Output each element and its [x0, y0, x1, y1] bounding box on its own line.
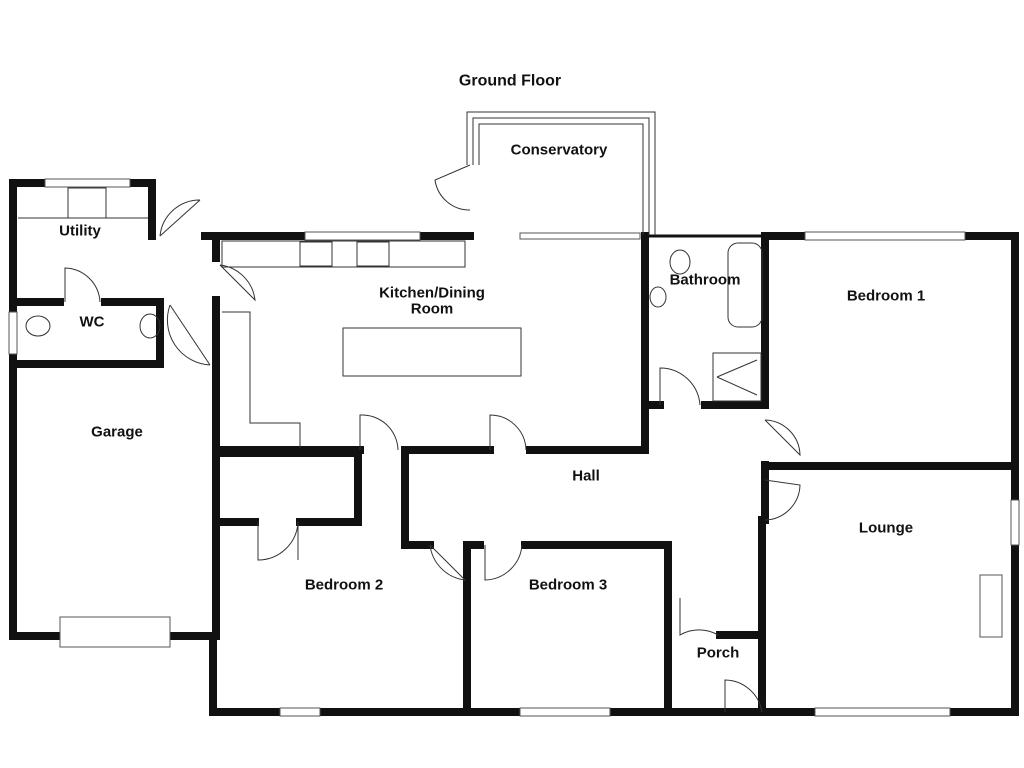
windows	[8, 178, 1020, 717]
room-label-bathroom: Bathroom	[669, 271, 741, 289]
room-label-bedroom3: Bedroom 3	[528, 576, 608, 594]
room-label-wc: WC	[79, 313, 105, 331]
conservatory-frame	[466, 111, 656, 235]
room-label-kitchen-line1: Kitchen/Dining	[379, 284, 485, 302]
room-label-kitchen-line2: Room	[410, 300, 454, 318]
room-label-utility: Utility	[59, 222, 101, 240]
fixtures	[18, 187, 763, 448]
doors	[64, 164, 801, 713]
room-label-bedroom2: Bedroom 2	[304, 576, 384, 594]
walls	[9, 179, 1019, 716]
room-label-porch: Porch	[696, 644, 740, 662]
room-label-garage: Garage	[91, 423, 143, 441]
room-label-bedroom1: Bedroom 1	[846, 287, 926, 305]
floor-title: Ground Floor	[458, 72, 562, 90]
room-label-conservatory: Conservatory	[510, 141, 608, 159]
room-label-hall: Hall	[572, 467, 600, 485]
room-label-lounge: Lounge	[858, 519, 914, 537]
